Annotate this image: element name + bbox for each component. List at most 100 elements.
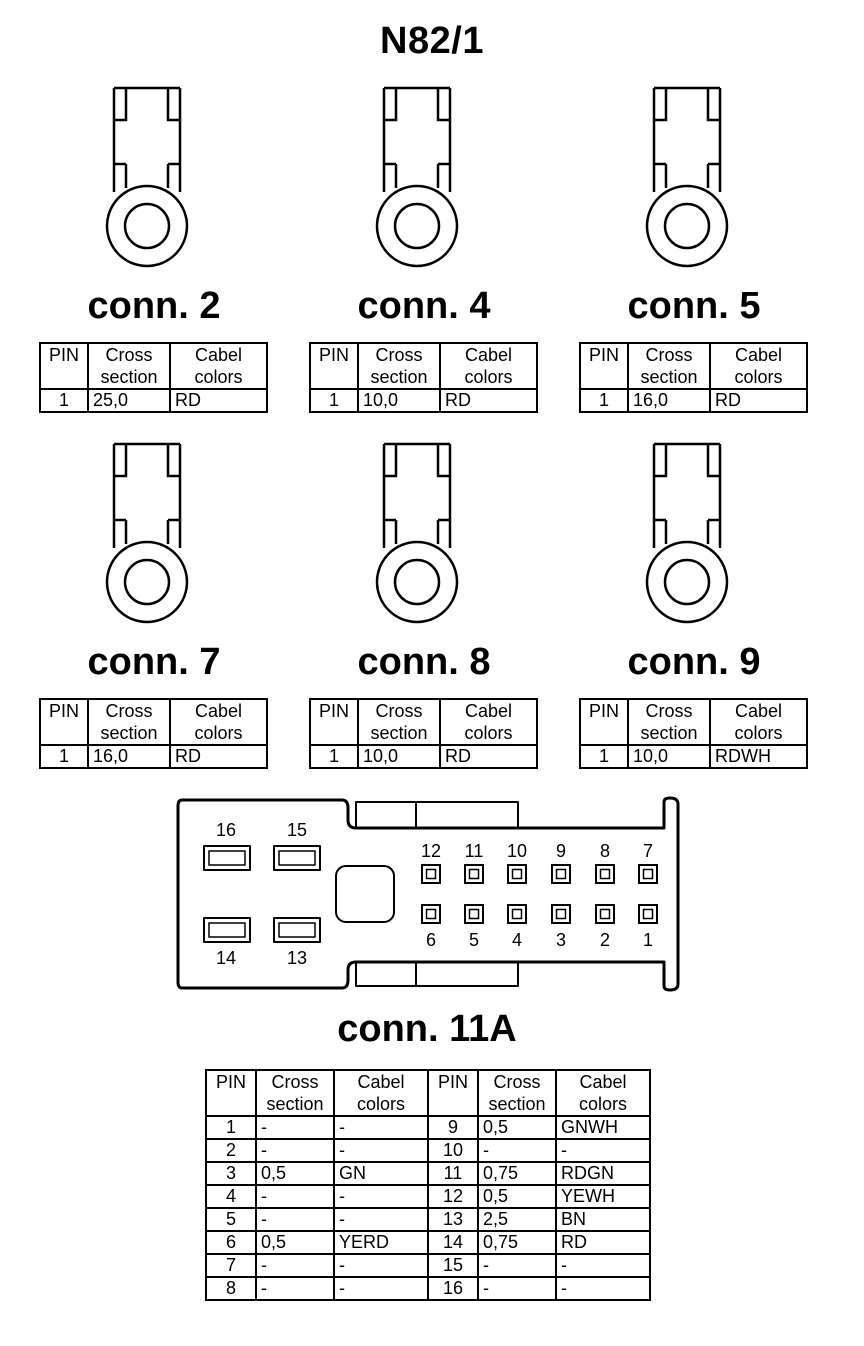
- table-cell: YEWH: [555, 1184, 651, 1209]
- table-cell: -: [333, 1138, 429, 1163]
- pin-label: 10: [507, 841, 527, 861]
- table-header: Cabel colors: [439, 698, 538, 746]
- table-cell: 1: [579, 388, 629, 413]
- table-cell: 8: [205, 1276, 257, 1301]
- table-header: Cross section: [87, 698, 171, 746]
- pin-socket-inner: [642, 908, 654, 920]
- table-row: 7--15--: [205, 1253, 651, 1278]
- pin-label: 6: [426, 930, 436, 950]
- pin-label: 1: [643, 930, 653, 950]
- table-cell: 0,75: [477, 1230, 557, 1255]
- table-cell: 9: [427, 1115, 479, 1140]
- connector-label: conn. 2: [87, 285, 221, 327]
- table-cell: -: [333, 1184, 429, 1209]
- table-cell: -: [255, 1184, 335, 1209]
- pin-socket-inner: [511, 908, 523, 920]
- pin-socket-inner: [511, 868, 523, 880]
- pin-socket-inner: [425, 908, 437, 920]
- pin-socket-icon: [507, 904, 527, 924]
- table-cell: -: [255, 1276, 335, 1301]
- pin-label: 4: [512, 930, 522, 950]
- connector-label: conn. 4: [357, 285, 491, 327]
- table-cell: 4: [205, 1184, 257, 1209]
- table-cell: 13: [427, 1207, 479, 1232]
- table-cell: 10,0: [357, 388, 441, 413]
- table-header: Cabel colors: [439, 342, 538, 390]
- table-cell: 2: [205, 1138, 257, 1163]
- table-cell: RD: [439, 744, 538, 769]
- pin-socket-icon: [595, 864, 615, 884]
- pin-socket-inner: [599, 908, 611, 920]
- table-cell: 16,0: [627, 388, 711, 413]
- pin-socket-inner: [425, 868, 437, 880]
- pin-socket-icon: [421, 904, 441, 924]
- table-cell: 0,75: [477, 1161, 557, 1186]
- table-cell: -: [555, 1253, 651, 1278]
- pin-socket-icon: [595, 904, 615, 924]
- table-cell: 1: [39, 388, 89, 413]
- ring-terminal-icon: [372, 440, 462, 630]
- pin-label: 16: [216, 820, 236, 840]
- table-cell: 10,0: [357, 744, 441, 769]
- connector-label: conn. 9: [627, 641, 761, 683]
- pin-socket-inner: [555, 908, 567, 920]
- table-header: Cabel colors: [333, 1069, 429, 1117]
- table-cell: 14: [427, 1230, 479, 1255]
- table-row: 2--10--: [205, 1138, 651, 1163]
- table-cell: -: [333, 1207, 429, 1232]
- pin-socket-icon: [551, 864, 571, 884]
- table-header: Cross section: [627, 342, 711, 390]
- table-cell: RD: [555, 1230, 651, 1255]
- table-row: 8--16--: [205, 1276, 651, 1301]
- table-header: Cross section: [255, 1069, 335, 1117]
- pin-socket-icon: [464, 904, 484, 924]
- table-cell: 2,5: [477, 1207, 557, 1232]
- table-cell: -: [555, 1138, 651, 1163]
- table-cell: 1: [579, 744, 629, 769]
- table-header: Cross section: [627, 698, 711, 746]
- table-cell: 15: [427, 1253, 479, 1278]
- page-title: N82/1: [380, 20, 484, 62]
- pin-label: 15: [287, 820, 307, 840]
- pin-socket-icon: [638, 904, 658, 924]
- table-header: Cross section: [477, 1069, 557, 1117]
- pin-label: 2: [600, 930, 610, 950]
- table-header: Cabel colors: [555, 1069, 651, 1117]
- table-cell: -: [477, 1276, 557, 1301]
- pin-socket-inner: [468, 908, 480, 920]
- table-header: PIN: [579, 342, 629, 390]
- table-cell: 1: [309, 744, 359, 769]
- table-cell: -: [333, 1253, 429, 1278]
- table-header: PIN: [309, 698, 359, 746]
- connector-label: conn. 8: [357, 641, 491, 683]
- table-cell: RD: [709, 388, 808, 413]
- table-cell: 0,5: [255, 1161, 335, 1186]
- table-cell: 16,0: [87, 744, 171, 769]
- table-header: PIN: [309, 342, 359, 390]
- table-header: Cabel colors: [169, 698, 268, 746]
- pin-label: 3: [556, 930, 566, 950]
- table-cell: 0,5: [477, 1115, 557, 1140]
- table-header: Cabel colors: [709, 342, 808, 390]
- pin-label: 5: [469, 930, 479, 950]
- pin-socket-icon: [507, 864, 527, 884]
- pin-label: 13: [287, 948, 307, 968]
- table-cell: 16: [427, 1276, 479, 1301]
- pin-label: 12: [421, 841, 441, 861]
- pin-socket-inner: [599, 868, 611, 880]
- pin-socket-inner: [468, 868, 480, 880]
- pin-label: 9: [556, 841, 566, 861]
- table-cell: -: [477, 1253, 557, 1278]
- table-cell: 6: [205, 1230, 257, 1255]
- connector-label: conn. 7: [87, 641, 221, 683]
- pin-label: 11: [465, 841, 484, 861]
- ring-terminal-icon: [102, 84, 192, 274]
